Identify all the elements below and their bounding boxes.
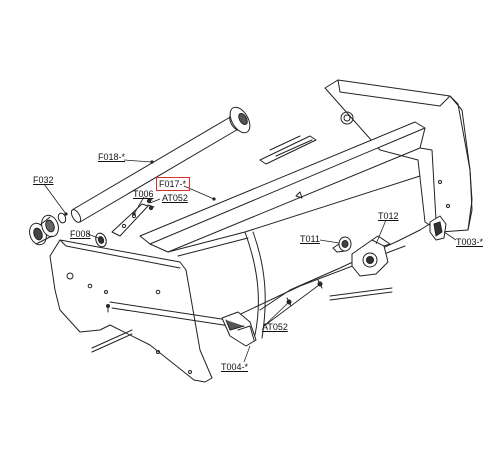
label-f008: F008 [70,229,91,239]
right-side-plate [324,79,473,233]
latch-t004 [221,311,257,347]
leader-f032 [43,183,67,215]
label-f032: F032 [33,175,54,185]
label-t012: T012 [378,211,399,221]
leader-at052-top [149,198,161,204]
leader-t004 [243,345,251,363]
leader-t011 [319,239,340,244]
label-f018: F018-* [98,152,126,162]
side-pin [295,191,303,199]
leader-t012 [375,219,387,245]
upper-rail [259,135,317,165]
label-at052-top: AT052 [162,193,188,203]
guide-rod-left [91,329,133,349]
label-t004: T004-* [221,362,249,372]
leader-at052-bottom-a [263,302,289,327]
leader-t006 [133,196,145,215]
label-t003: T003-* [456,237,484,247]
highlight-box-f017 [156,177,190,191]
right-plate-hole [340,111,354,125]
leader-f008 [87,233,99,239]
leader-at052-bottom-b [263,284,320,327]
guide-rod-right [329,287,393,297]
label-t011: T011 [300,234,320,244]
bracket-t006 [111,203,149,237]
right-plate-edge [449,95,473,231]
left-plate-hole [66,272,74,280]
label-f017: F017-* [159,179,187,189]
leader-f018 [123,159,153,163]
label-t006: T006 [133,189,154,199]
label-at052-bottom: AT052 [262,322,288,332]
leader-t003 [443,231,457,241]
